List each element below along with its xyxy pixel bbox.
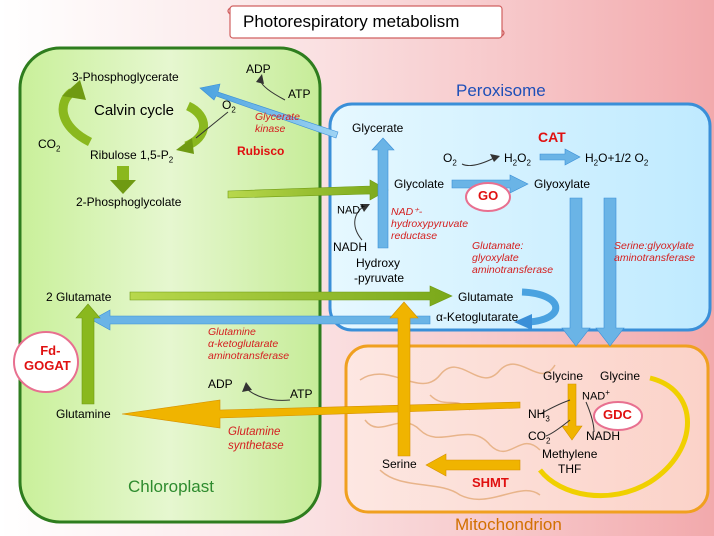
arrow-ribulose-to-phosphoglycolate-head [110,180,136,194]
label-adp-top: ADP [246,62,271,76]
calvin-arrowhead-left [62,80,86,100]
peroxisome-title: Peroxisome [456,81,546,100]
nad-to-nadh-curve [585,401,595,433]
label-adp-bottom: ADP [208,377,233,391]
label-glycine-2: Glycine [600,369,641,383]
fd-gogat-ellipse [13,331,79,393]
o2-curve [195,111,229,139]
chloroplast-compartment [18,46,322,524]
enzyme-go: GO [478,188,499,203]
arrow-methylene-to-serine [425,453,521,477]
glycine-to-co2-curve [545,419,571,437]
enzyme-shmt: SHMT [472,475,509,490]
label-methylene: Methylene [542,447,598,461]
nad-curve [354,205,365,241]
o2-to-h2o2-curve [461,157,495,167]
arrow-glutamine-to-glutamate [75,303,101,405]
arrow-ribulose-to-phosphoglycolate-shaft [117,166,129,182]
enzyme-glutamine-synthetase: Glutamine synthetase [228,426,284,452]
label-glycine-1: Glycine [543,369,584,383]
enzyme-cat: CAT [538,129,566,145]
enzyme-gdc: GDC [603,407,632,422]
label-h2o-half-o2: H2O+1/2 O2 [585,151,649,168]
label-glyoxylate: Glyoxylate [534,177,591,191]
label-co2-chloroplast: CO2 [38,137,61,154]
label-3-phosphoglycerate: 3-Phosphoglycerate [72,70,179,84]
label-calvin-cycle: Calvin cycle [94,102,175,119]
label-nad-plus: NAD+ [337,202,365,217]
arrow-glyoxylate-to-glycine-1 [561,197,591,347]
title-box [229,5,503,39]
arrow-glycine-down [561,383,583,441]
glycine-shmt-loop [538,375,690,499]
label-o2-chloroplast: O2 [222,98,236,115]
chloroplast-title: Chloroplast [128,477,214,496]
label-alpha-ketoglutarate: α-Ketoglutarate [436,310,519,324]
enzyme-hydroxypyruvate-reductase: NAD⁺- hydroxypyruvate reductase [391,206,469,243]
glutamate-ketoglutarate-curve-head [514,314,532,330]
arrow-ketoglutarate-to-left [91,309,431,331]
label-nh3: NH3 [528,407,550,424]
label-atp-bottom: ATP [290,387,313,401]
label-co2-mito: CO2 [528,429,551,446]
arrow-glycerate-to-phosphoglycerate [199,83,339,139]
page-title: Photorespiratory metabolism [243,12,460,31]
glutamate-ketoglutarate-curve [521,288,560,326]
mitochondrion-title: Mitochondrion [455,515,562,534]
label-hydroxy: Hydroxy [356,256,401,270]
label-nad-plus-mito: NAD+ [582,388,610,403]
label-nadh: NADH [333,240,368,254]
arrow-serine-to-hydroxypyruvate [389,301,419,457]
label-thf: THF [558,462,582,476]
label-o2-peroxisome: O2 [443,151,457,168]
label-nadh-mito: NADH [586,429,621,443]
enzyme-glutamate-glyoxylate-aminotransferase: Glutamate: glyoxylate aminotransferase [472,240,554,277]
label-2-phosphoglycolate: 2-Phosphoglycolate [76,195,182,209]
enzyme-serine-glyoxylate-aminotransferase: Serine:glyoxylate aminotransferase [614,240,696,265]
label-atp-top: ATP [288,87,311,101]
label-h2o2: H2O2 [504,151,531,168]
arrow-2glutamate-to-glutamate [129,285,453,307]
arrow-hydroxypyruvate-to-glycerate [371,137,395,249]
label-ribulose: Ribulose 1,5-P2 [90,148,174,165]
enzyme-rubisco: Rubisco [237,144,285,158]
label-pyruvate: -pyruvate [354,271,405,285]
nad-curve-head [360,204,370,212]
label-2-glutamate: 2 Glutamate [46,290,112,304]
gdc-ellipse [593,401,643,431]
arrow-nh3-to-glutamine [121,399,521,429]
label-serine: Serine [382,457,417,471]
enzyme-fd-gogat: Fd- GOGAT [24,343,71,373]
adp-atp-curve-bottom-head [242,382,252,392]
arrow-glyoxylate-to-glycine-2 [595,197,625,347]
label-glycerate: Glycerate [352,121,404,135]
label-glutamate: Glutamate [458,290,514,304]
enzyme-glutamine-ketoglutarate-aminotransferase: Glutamine α-ketoglutarate aminotransfera… [208,326,290,363]
glycine-to-nh3-curve [539,399,571,415]
title-scroll-curl [227,7,505,37]
arrow-h2o2-to-h2o [539,148,581,166]
go-ellipse [465,182,511,212]
calvin-arrowhead-right [176,138,194,154]
label-glycolate: Glycolate [394,177,445,191]
o2-to-h2o2-head [490,154,500,162]
mitochondrion-cristae [359,363,556,501]
enzyme-glycerate-kinase: Glycerate kinase [255,111,300,136]
label-glutamine: Glutamine [56,407,111,421]
adp-atp-curve-top-head [256,74,264,84]
